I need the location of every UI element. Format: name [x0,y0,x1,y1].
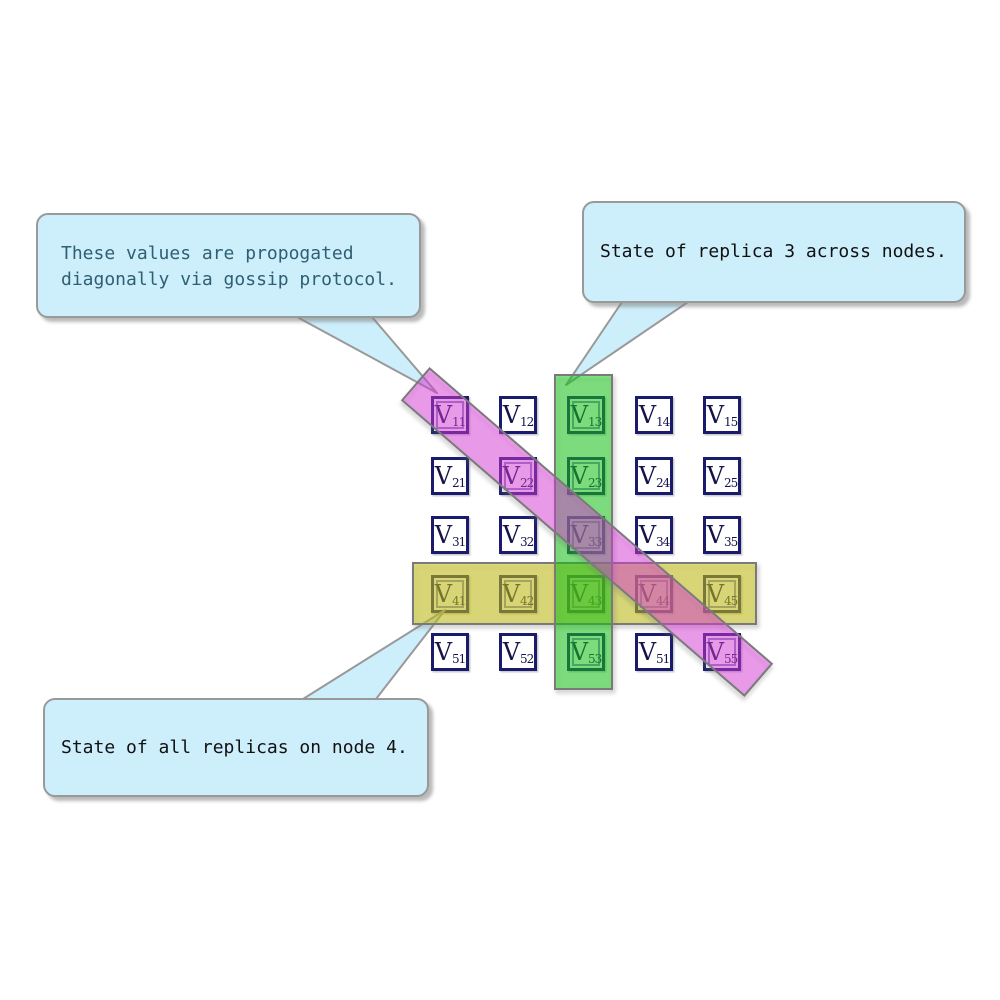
cell-subscript: 12 [520,415,534,429]
cell-symbol: V [502,521,521,549]
cell-symbol: V [434,638,453,666]
cell-subscript: 52 [520,652,534,666]
cell-symbol: V [638,401,657,429]
callout-gossip-line1: These values are propogated [61,243,354,264]
cell-subscript: 14 [656,415,670,429]
callout-replica-line1: State of replica 3 across nodes. [600,241,947,262]
cell-subscript: 24 [656,476,670,490]
cell-subscript: 51 [656,652,670,666]
cell-subscript: 15 [724,415,738,429]
cell-symbol: V [434,521,453,549]
cell-symbol: V [706,521,725,549]
cell-symbol: V [638,521,657,549]
replica-column-highlight-band [554,374,613,690]
cell-symbol: V [638,462,657,490]
cell-subscript: 21 [452,476,466,490]
cell-symbol: V [706,401,725,429]
callout-gossip-line2: diagonally via gossip protocol. [61,269,397,290]
cell-subscript: 51 [452,652,466,666]
cell-symbol: V [638,638,657,666]
callout-replica-column: State of replica 3 across nodes. [582,201,966,303]
cell-symbol: V [502,401,521,429]
callout-node-row: State of all replicas on node 4. [43,698,429,797]
cell-symbol: V [706,462,725,490]
cell-subscript: 34 [656,535,670,549]
cell-subscript: 35 [724,535,738,549]
callout-gossip-protocol: These values are propogated diagonally v… [36,213,421,318]
cell-subscript: 32 [520,535,534,549]
cell-subscript: 31 [452,535,466,549]
cell-symbol: V [502,638,521,666]
callout-node-line1: State of all replicas on node 4. [61,736,408,758]
cell-subscript: 25 [724,476,738,490]
cell-symbol: V [434,462,453,490]
node-row-highlight-band [412,562,757,625]
callout-replica-tail [565,301,689,386]
